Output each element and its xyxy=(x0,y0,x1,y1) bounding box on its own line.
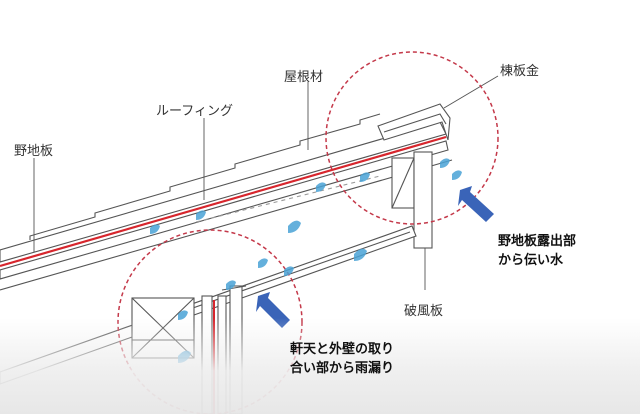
leader-lines xyxy=(33,75,499,252)
water-drop xyxy=(196,210,206,220)
water-drop xyxy=(452,170,462,180)
note-eave-leak: 軒天と外壁の取り 合い部から雨漏り xyxy=(290,340,394,378)
bottom-arrow xyxy=(256,292,290,328)
exterior-wall-inner xyxy=(201,295,213,414)
water-drop xyxy=(284,266,294,276)
ridge-post-right xyxy=(413,151,433,249)
water-drop xyxy=(316,182,326,192)
label-ridge-cap: 棟板金 xyxy=(500,64,540,79)
label-roof-material: 屋根材 xyxy=(284,70,324,85)
label-roofing: ルーフィング xyxy=(156,104,233,119)
right-arrow xyxy=(458,186,494,222)
note-eave-line1: 軒天と外壁の取り xyxy=(290,342,395,357)
roofing-red-line xyxy=(0,135,447,268)
label-barge-board: 破風板 xyxy=(404,304,444,319)
water-drop xyxy=(226,280,236,290)
water-drop xyxy=(178,310,188,320)
label-sheathing: 野地板 xyxy=(14,144,54,159)
water-drop xyxy=(440,158,450,168)
note-ridge-exposure: 野地板露出部 から伝い水 xyxy=(498,232,576,270)
ridge-post-diagonal xyxy=(391,157,415,209)
water-drop xyxy=(354,248,367,261)
note-ridge-line1: 野地板露出部 xyxy=(498,234,577,249)
water-drop xyxy=(258,258,268,268)
sheathing-board xyxy=(0,140,449,280)
ridge-highlight-circle xyxy=(325,51,499,225)
exterior-wall-outer xyxy=(217,295,227,414)
roof-shingle-steps xyxy=(29,113,381,240)
fascia-post xyxy=(229,285,243,414)
roof-assembly xyxy=(0,113,453,291)
note-eave-line2: 合い部から雨漏り xyxy=(290,361,395,376)
note-ridge-line2: から伝い水 xyxy=(498,253,564,268)
ridge-cap-inner xyxy=(383,113,447,133)
water-drops xyxy=(150,158,462,363)
water-drop xyxy=(150,224,160,234)
leader-ridge-cap xyxy=(443,75,499,109)
water-drop xyxy=(360,172,370,182)
rafter-line xyxy=(0,159,453,291)
water-drop xyxy=(288,220,301,233)
